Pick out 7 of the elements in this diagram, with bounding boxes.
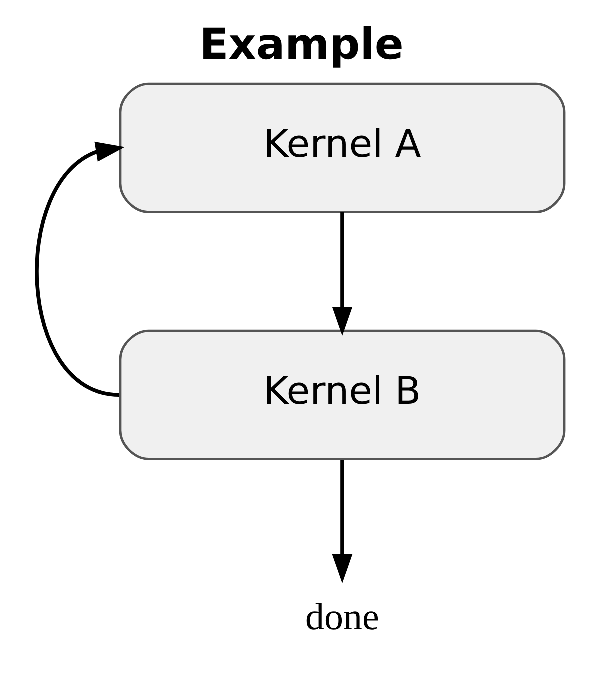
arrow [332, 212, 352, 336]
diagram-title: Example [199, 20, 404, 70]
arrow [332, 460, 352, 584]
node-box: Kernel A [118, 82, 566, 214]
node-text: done [305, 596, 379, 639]
arrow [35, 142, 124, 397]
node-box: Kernel B [118, 330, 566, 460]
